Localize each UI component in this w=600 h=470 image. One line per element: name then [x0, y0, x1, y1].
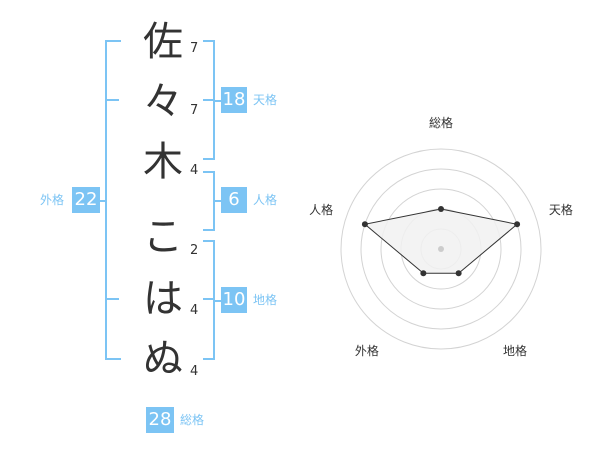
- stroke-count-4: 2: [190, 243, 199, 258]
- bracket-tick: [105, 298, 119, 300]
- gaikaku-badge: 22: [72, 187, 100, 213]
- stroke-count-3: 4: [190, 163, 199, 178]
- chikaku-label: 地格: [253, 293, 278, 307]
- name-char-3: 木: [143, 139, 183, 185]
- chikaku-bracket: [203, 240, 215, 360]
- name-char-5: は: [143, 276, 183, 322]
- tenkaku-badge: 18: [221, 87, 247, 113]
- radar-axis-label: 総格: [429, 115, 453, 130]
- radar-grid-ring: [360, 168, 522, 330]
- radar-axis-label: 人格: [309, 202, 333, 217]
- bracket-tick: [203, 99, 213, 101]
- radar-axis-label: 外格: [355, 343, 379, 358]
- gaikaku-connector: [100, 200, 106, 202]
- stroke-count-1: 7: [190, 41, 199, 56]
- tenkaku-connector: [215, 100, 221, 102]
- name-char-2: 々: [143, 79, 183, 125]
- gaikaku-bracket: [105, 40, 121, 360]
- radar-grid-ring: [340, 148, 542, 350]
- jinkaku-badge: 6: [221, 187, 247, 213]
- radar-point-5: [361, 221, 368, 228]
- name-char-1: 佐: [143, 19, 183, 65]
- chikaku-connector: [215, 300, 221, 302]
- bracket-tick: [105, 99, 119, 101]
- soukaku-badge: 28: [146, 407, 174, 433]
- radar-series-area: [363, 208, 519, 274]
- chikaku-badge: 10: [221, 287, 247, 313]
- radar-axis-label: 地格: [503, 343, 527, 358]
- jinkaku-connector: [215, 200, 221, 202]
- bracket-tick: [203, 298, 213, 300]
- gaikaku-label: 外格: [40, 193, 65, 207]
- jinkaku-label: 人格: [253, 193, 278, 207]
- stroke-count-5: 4: [190, 303, 199, 318]
- radar-center-dot: [438, 246, 444, 252]
- stroke-count-6: 4: [190, 364, 199, 379]
- tenkaku-bracket: [203, 40, 215, 160]
- tenkaku-label: 天格: [253, 93, 278, 107]
- stroke-count-2: 7: [190, 103, 199, 118]
- radar-grid-ring: [380, 188, 502, 310]
- jinkaku-bracket: [203, 171, 215, 231]
- name-char-4: こ: [143, 214, 183, 260]
- name-char-6: ぬ: [143, 336, 183, 382]
- radar-axis-label: 天格: [549, 202, 573, 217]
- radar-point-4: [420, 270, 427, 277]
- radar-point-2: [514, 221, 521, 228]
- radar-point-1: [438, 206, 444, 212]
- radar-point-3: [455, 270, 462, 277]
- soukaku-label: 総格: [180, 413, 205, 427]
